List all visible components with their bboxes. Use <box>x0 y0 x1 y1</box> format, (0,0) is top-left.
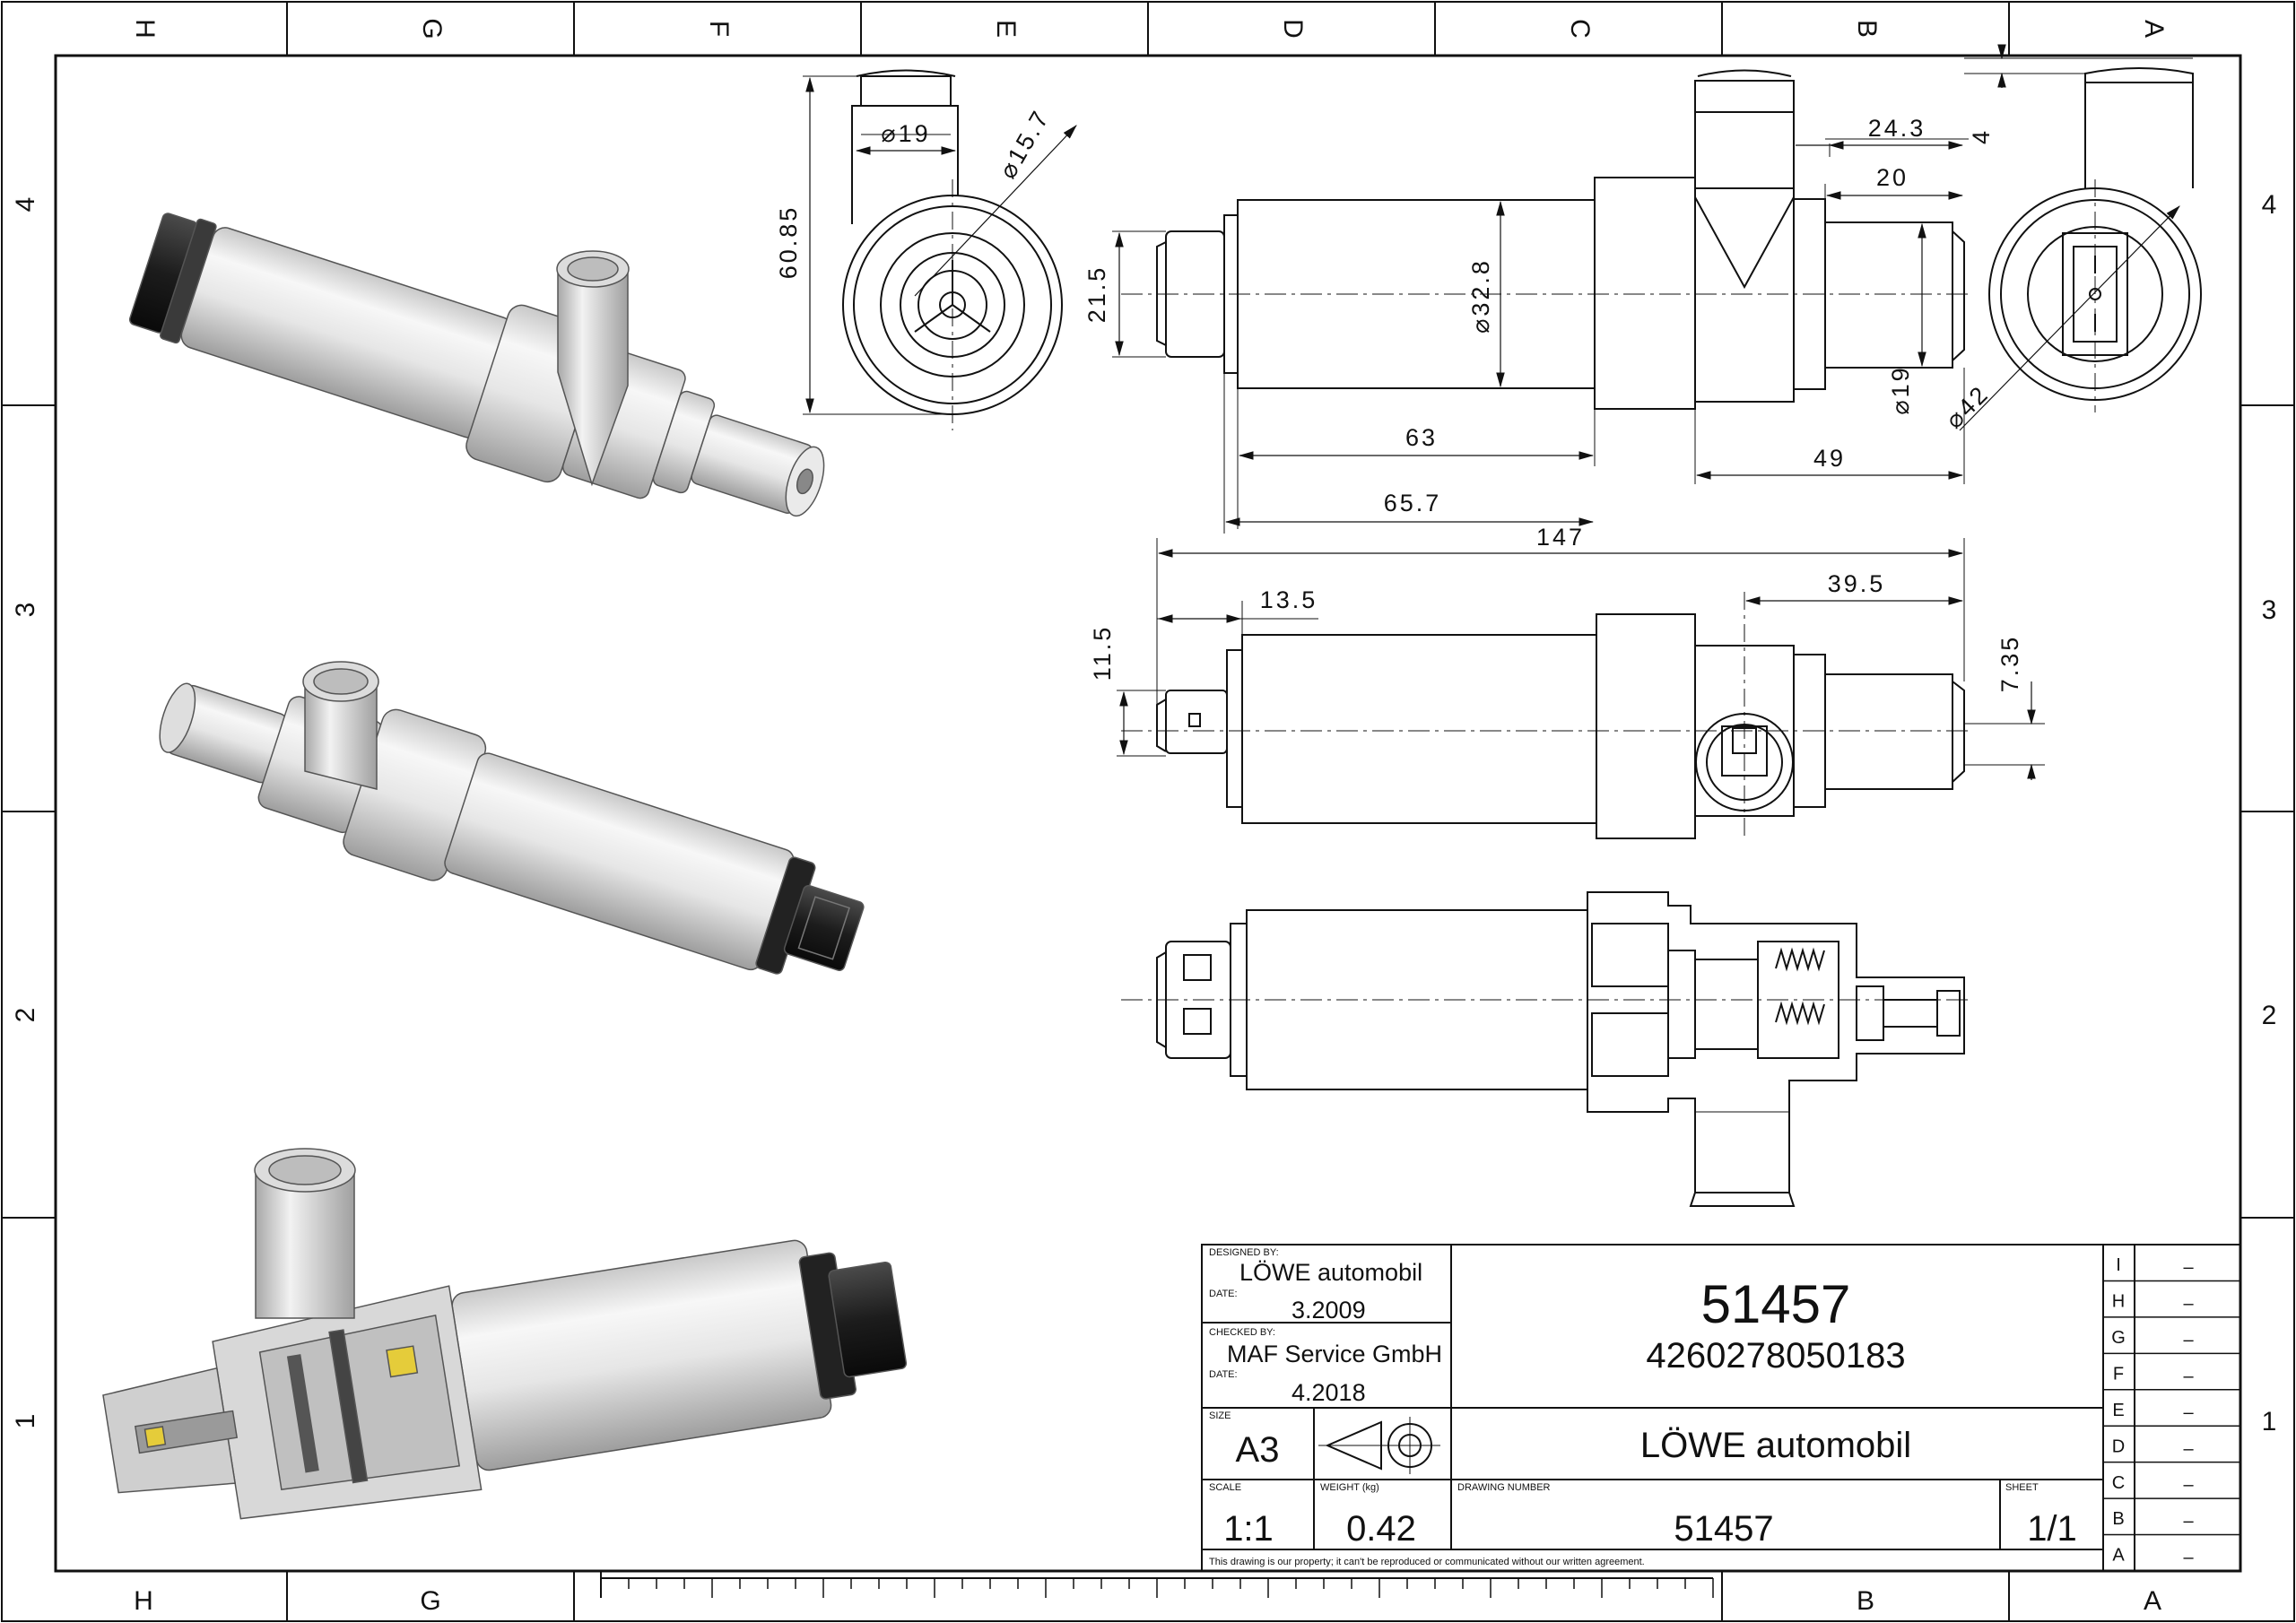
scale-label: SCALE <box>1209 1482 1241 1493</box>
revision-letter: I <box>2116 1255 2121 1275</box>
dim-d42: ⌀42 <box>1940 379 1994 433</box>
revision-letter: G <box>2111 1328 2126 1348</box>
designed-by-label: DESIGNED BY: <box>1209 1247 1279 1258</box>
zone-row-left-3: 3 <box>11 603 40 618</box>
end-view-right <box>1988 67 2202 412</box>
date2-label: DATE: <box>1209 1369 1238 1380</box>
revision-value: – <box>2183 1439 2194 1459</box>
disclaimer: This drawing is our property; it can't b… <box>1209 1557 1645 1567</box>
dim-d19-side: ⌀19 <box>1887 365 1914 414</box>
revision-letter: C <box>2112 1473 2125 1493</box>
title-block: DESIGNED BY: LÖWE automobil DATE: 3.2009… <box>1201 1244 2241 1572</box>
size-label: SIZE <box>1209 1410 1231 1421</box>
revision-letter: D <box>2112 1436 2125 1456</box>
revision-value: – <box>2183 1402 2194 1422</box>
zone-col-bottom-a: A <box>2144 1586 2161 1616</box>
zone-col-top-e: E <box>991 20 1021 38</box>
zone-row-left-4: 4 <box>11 197 40 213</box>
revision-value: – <box>2183 1330 2194 1350</box>
dim-l20: 20 <box>1876 164 1909 191</box>
front-view <box>842 69 1063 430</box>
dim-d19-front: ⌀19 <box>881 120 930 147</box>
date2-value: 4.2018 <box>1292 1379 1366 1406</box>
designed-by-value: LÖWE automobil <box>1239 1259 1422 1286</box>
revision-letter: H <box>2112 1292 2125 1312</box>
zone-row-left-2: 2 <box>11 1008 40 1023</box>
zone-labels: H G F E D C B A H G B A 4 3 2 1 4 3 2 1 <box>11 18 2276 1616</box>
zone-col-top-g: G <box>417 18 447 39</box>
zone-col-top-d: D <box>1278 19 1308 39</box>
dim-l49: 49 <box>1813 445 1846 472</box>
zone-col-top-a: A <box>2139 20 2169 38</box>
dim-l65-7: 65.7 <box>1384 490 1442 516</box>
side-view-middle <box>1121 592 1973 839</box>
zone-col-bottom-h: H <box>134 1586 153 1616</box>
revision-letter: B <box>2112 1509 2124 1529</box>
zone-row-left-1: 1 <box>11 1414 40 1429</box>
dim-h60-85: 60.85 <box>775 205 802 280</box>
date1-value: 3.2009 <box>1292 1297 1366 1324</box>
dim-l13-5: 13.5 <box>1260 586 1318 613</box>
revision-letter: E <box>2112 1401 2124 1420</box>
dim-l4: 4 <box>1968 128 1995 144</box>
sheet-value: 1/1 <box>2027 1509 2077 1549</box>
checked-by-value: MAF Service GmbH <box>1227 1341 1442 1367</box>
side-view-middle-dimensions: 13.5 39.5 11.5 7.35 <box>1089 570 2045 780</box>
dim-l24-3: 24.3 <box>1868 115 1926 142</box>
zone-col-top-b: B <box>1852 20 1882 38</box>
revision-value: – <box>2183 1475 2194 1495</box>
weight-label: WEIGHT (kg) <box>1320 1482 1379 1493</box>
dim-l39-5: 39.5 <box>1828 570 1886 597</box>
zone-row-right-4: 4 <box>2262 190 2277 220</box>
revision-value: – <box>2183 1294 2194 1314</box>
zone-row-right-2: 2 <box>2262 1001 2277 1030</box>
sheet-label: SHEET <box>2005 1482 2039 1493</box>
revision-letter: F <box>2113 1364 2124 1384</box>
dim-d32-8: ⌀32.8 <box>1467 258 1494 334</box>
weight-value: 0.42 <box>1346 1509 1416 1549</box>
scale-value: 1:1 <box>1223 1509 1274 1549</box>
iso-view-3-cutaway <box>102 1148 908 1520</box>
dim-d15-7: ⌀15.7 <box>994 105 1055 184</box>
dim-h21-5: 21.5 <box>1083 265 1110 324</box>
checked-by-label: CHECKED BY: <box>1209 1327 1275 1338</box>
front-view-dimensions: ⌀19 ⌀15.7 60.85 <box>775 75 1077 415</box>
zone-col-bottom-b: B <box>1857 1586 1874 1616</box>
dim-h7-35: 7.35 <box>1996 635 2023 693</box>
section-view <box>1121 891 1973 1207</box>
part-number: 51457 <box>1701 1274 1851 1334</box>
side-view-top <box>1121 69 1969 410</box>
zone-row-right-3: 3 <box>2262 595 2277 625</box>
revision-value: – <box>2183 1367 2194 1386</box>
iso-view-1 <box>128 213 825 517</box>
zone-row-right-1: 1 <box>2262 1407 2277 1436</box>
dim-h11-5: 11.5 <box>1089 625 1116 681</box>
dim-l63: 63 <box>1405 424 1438 451</box>
dim-l147: 147 <box>1536 524 1585 551</box>
company-name: LÖWE automobil <box>1640 1426 1911 1465</box>
revision-value: – <box>2183 1258 2194 1278</box>
drawing-number-value: 51457 <box>1674 1509 1773 1549</box>
size-value: A3 <box>1236 1430 1280 1470</box>
ean-code: 4260278050183 <box>1646 1336 1905 1376</box>
revision-letter: A <box>2112 1546 2125 1566</box>
projection-symbol <box>1318 1417 1440 1474</box>
revision-value: – <box>2183 1512 2194 1532</box>
date1-label: DATE: <box>1209 1289 1238 1299</box>
iso-view-2 <box>159 661 865 975</box>
zone-col-top-h: H <box>130 19 160 39</box>
zone-col-top-c: C <box>1565 19 1595 39</box>
zone-col-bottom-g: G <box>420 1586 440 1616</box>
side-view-top-dimensions: 21.5 ⌀32.8 ⌀19 ⌀42 20 24.3 4 63 49 65.7 <box>1083 44 2193 735</box>
revision-value: – <box>2183 1548 2194 1567</box>
zone-col-top-f: F <box>704 21 734 37</box>
drawing-number-label: DRAWING NUMBER <box>1457 1482 1551 1493</box>
